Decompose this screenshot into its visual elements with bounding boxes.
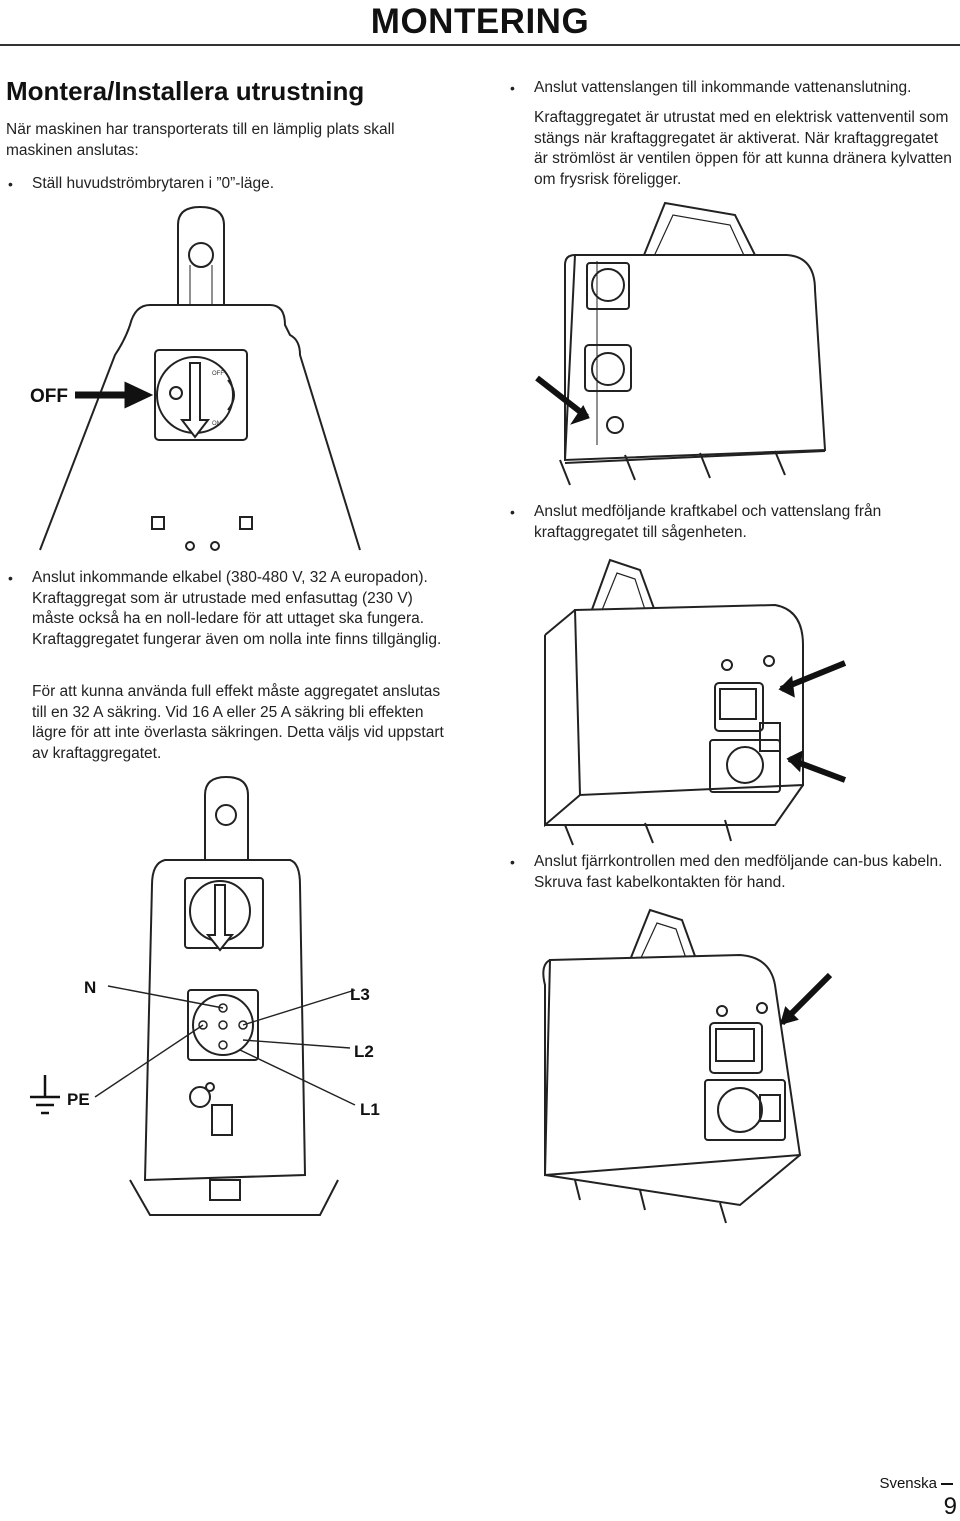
figure-wiring: N L3 L2 L1 PE bbox=[30, 775, 380, 1216]
right-top-bullets: Anslut vattenslangen till inkommande vat… bbox=[508, 78, 953, 99]
section-title: Montera/Installera utrustning bbox=[6, 76, 365, 106]
water-valve-paragraph: Kraftaggregatet är utrustat med en elekt… bbox=[534, 109, 952, 188]
header-rule bbox=[0, 44, 960, 46]
bullet-remote-control: Anslut fjärrkontrollen med den medföljan… bbox=[508, 852, 953, 893]
handle bbox=[639, 201, 766, 276]
switch-on-marking: ON bbox=[212, 421, 221, 427]
page-footer: Svenska 9 bbox=[872, 1475, 957, 1521]
label-n: N bbox=[84, 978, 96, 997]
fuse-paragraph: För att kunna använda full effekt måste … bbox=[32, 683, 444, 762]
figure-power-cable-connection bbox=[544, 558, 847, 846]
bullet-power-cable: Anslut medföljande kraftkabel och vatten… bbox=[508, 502, 953, 543]
section-intro: När maskinen har transporterats till en … bbox=[6, 121, 395, 159]
figure-water-connection bbox=[535, 201, 827, 486]
label-l2: L2 bbox=[354, 1042, 374, 1061]
figure-remote-connection bbox=[542, 908, 833, 1224]
switch-housing bbox=[154, 349, 248, 441]
off-arrow bbox=[75, 381, 154, 409]
footer-language: Svenska bbox=[879, 1475, 937, 1492]
water-arrow bbox=[535, 375, 589, 420]
bullet-incoming-cable: Anslut inkommande elkabel (380-480 V, 32… bbox=[6, 568, 456, 650]
page-header-title: MONTERING bbox=[370, 2, 590, 41]
left-mid-bullets: Anslut inkommande elkabel (380-480 V, 32… bbox=[6, 568, 456, 650]
label-l1: L1 bbox=[360, 1100, 380, 1119]
right-mid-bullets: Anslut medföljande kraftkabel och vatten… bbox=[508, 502, 953, 543]
lifting-eye bbox=[177, 205, 225, 305]
bullet-water-hose: Anslut vattenslangen till inkommande vat… bbox=[508, 78, 953, 99]
label-l3: L3 bbox=[350, 985, 370, 1004]
footer-dash bbox=[941, 1482, 953, 1485]
switch-off-marking: OFF bbox=[212, 371, 224, 377]
footer-page-number: 9 bbox=[943, 1493, 957, 1520]
off-label: OFF bbox=[30, 386, 68, 407]
right-bottom-bullets: Anslut fjärrkontrollen med den medföljan… bbox=[508, 852, 953, 893]
figure-main-switch: OFF ON OFF bbox=[30, 205, 361, 551]
section-bullets: Ställ huvudströmbrytaren i ”0”-läge. bbox=[6, 174, 446, 195]
label-pe: PE bbox=[67, 1090, 90, 1109]
bullet-main-switch: Ställ huvudströmbrytaren i ”0”-läge. bbox=[6, 174, 446, 195]
ground-icon bbox=[30, 1075, 60, 1115]
